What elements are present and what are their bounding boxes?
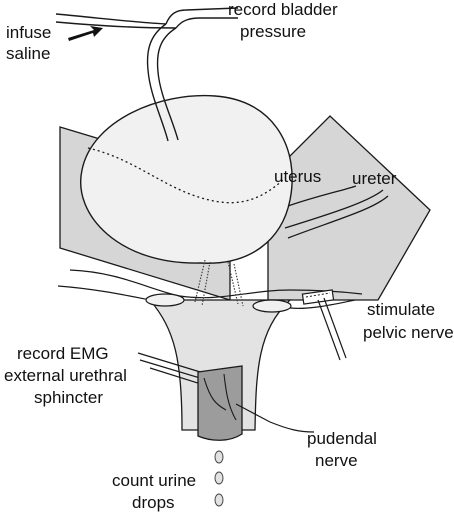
label-ureter: ureter: [352, 169, 397, 188]
label-pelvic-nerve: pelvic nerve: [363, 323, 454, 342]
infuse-tube: [55, 13, 167, 25]
right-tissue-band: [267, 115, 431, 301]
urethra: [148, 299, 292, 431]
pudendal-nerve: [235, 403, 315, 433]
urine-drop-3: [214, 493, 224, 507]
urine-drop-2: [214, 471, 224, 485]
label-stimulate: stimulate: [367, 300, 435, 319]
bladder-catheter: [146, 23, 169, 142]
right-ganglion: [252, 299, 292, 313]
uterus-outline: [87, 147, 286, 204]
pressure-tube: [165, 7, 239, 25]
label-record-emg: record EMG: [17, 344, 109, 363]
urine-drop-1: [214, 450, 224, 464]
label-pudendal: pudendal: [307, 429, 377, 448]
left-ganglion: [145, 293, 185, 307]
label-infuse: infuse: [6, 23, 51, 42]
label-sphincter: sphincter: [34, 388, 103, 407]
infuse-arrow: [68, 26, 103, 41]
label-record-bladder: record bladder: [228, 0, 338, 19]
label-external-urethral: external urethral: [4, 366, 127, 385]
bladder: [80, 94, 293, 264]
label-uterus: uterus: [274, 167, 321, 186]
label-nerve: nerve: [315, 451, 358, 470]
external-urethral-sphincter: [197, 365, 243, 441]
label-count-urine: count urine: [112, 471, 196, 490]
ureter: [287, 185, 357, 207]
label-pressure: pressure: [240, 22, 306, 41]
label-saline: saline: [6, 44, 50, 63]
pelvic-nerve-electrode: [301, 289, 347, 361]
label-drops: drops: [132, 493, 175, 512]
